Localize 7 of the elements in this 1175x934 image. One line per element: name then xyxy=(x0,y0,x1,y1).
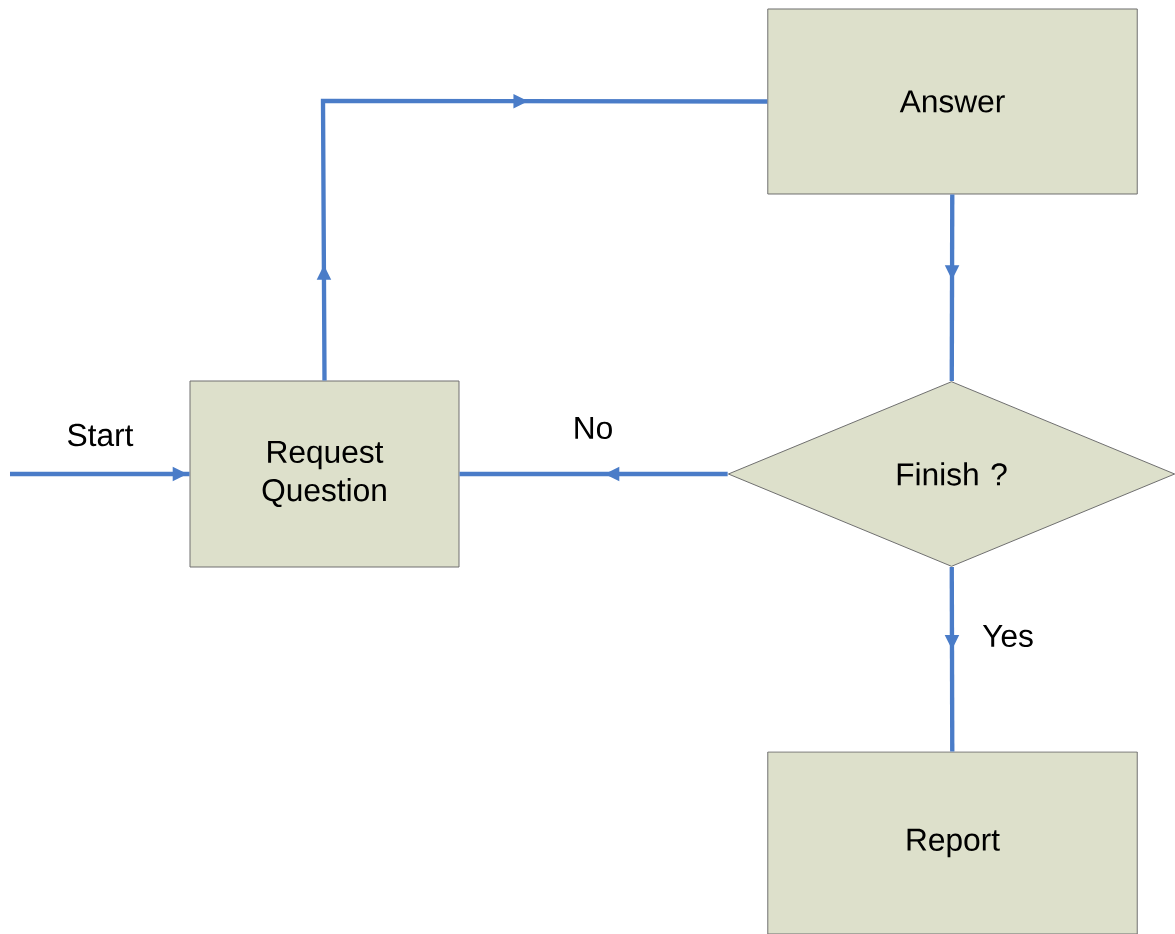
edge-label: Start xyxy=(64,422,136,448)
process-box: Report xyxy=(767,751,1138,934)
process-box: Request Question xyxy=(189,380,460,568)
process-box: Answer xyxy=(767,8,1138,195)
edge-label: Yes xyxy=(980,623,1036,649)
edge-label: No xyxy=(571,415,615,441)
arrow xyxy=(316,93,768,381)
